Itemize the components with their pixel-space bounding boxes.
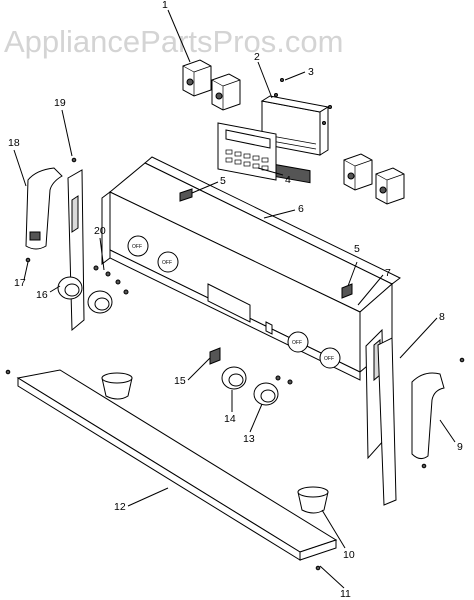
infinite-switch-right-pair [343,153,405,205]
callout-1: 1 [162,0,168,11]
callout-6: 6 [298,203,304,215]
callout-18: 18 [8,137,20,149]
callout-17: 17 [14,277,26,289]
end-cap-screws [25,157,77,263]
backguard-panel [101,156,401,381]
callout-3: 3 [308,66,314,78]
callout-14: 14 [224,413,236,425]
knob-mark-1: OFF [132,244,142,250]
callout-15: 15 [174,375,186,387]
callout-12: 12 [114,501,126,513]
touchpad-overlay [217,122,277,181]
rocker-switches [179,188,353,299]
knob-mark-4: OFF [324,356,334,362]
knob-mark-3: OFF [292,340,302,346]
right-end-bracket [377,337,397,506]
callout-20: 20 [94,225,106,237]
callout-13: 13 [243,433,255,445]
watermark-text: AppliancePartsPros.com [4,24,343,59]
callout-16: 16 [36,289,48,301]
callout-labels: 1 2 3 4 5 5 6 7 8 9 10 11 12 13 14 15 16… [8,0,463,600]
callout-10: 10 [343,549,355,561]
right-end-cap [411,357,465,469]
small-switch [209,347,221,365]
callout-5b: 5 [354,243,360,255]
knob-marks: OFF OFF OFF OFF [132,244,334,362]
callout-4: 4 [285,174,291,186]
leader-lines [13,9,456,589]
control-knobs [57,276,279,406]
callout-7: 7 [385,267,391,279]
callout-11: 11 [340,588,351,600]
lower-trim-panel [5,369,338,571]
left-end-bracket [67,169,85,332]
callout-19: 19 [54,97,66,109]
screw-set-3 [274,78,332,125]
callout-2: 2 [254,51,260,63]
infinite-switch-left-pair [182,59,241,111]
callout-9: 9 [457,441,463,453]
knob-mark-2: OFF [162,260,172,266]
callout-8: 8 [439,311,445,323]
callout-5a: 5 [220,175,226,187]
knob-clips [93,265,293,385]
left-end-cap [25,167,63,250]
